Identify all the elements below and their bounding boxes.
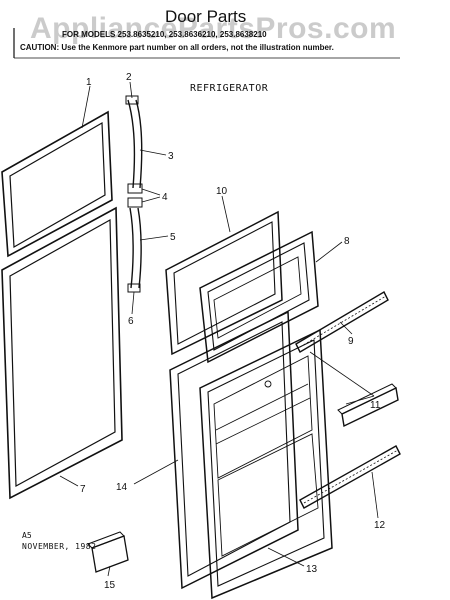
- part-11-door-shelf: [337, 383, 399, 428]
- footer-date: NOVEMBER, 1982: [22, 542, 97, 551]
- callout-8: 8: [344, 236, 350, 247]
- part-12-lower-shelf-rail: [299, 445, 401, 509]
- part-13-fresh-food-door-liner: [199, 328, 333, 600]
- part-5-lower-handle: [127, 207, 142, 293]
- header-frame: [13, 28, 400, 59]
- part-7-lower-door-gasket: [1, 206, 123, 500]
- part-3-upper-handle: [125, 95, 143, 189]
- callout-12: 12: [374, 520, 386, 531]
- part-8-freezer-door-liner: [199, 230, 319, 364]
- callout-numbers: 1 2 3 4 5 6 7 8 9 10 11 12 13 14 15: [80, 72, 386, 591]
- callout-2: 2: [126, 72, 132, 83]
- caution-line: CAUTION: Use the Kenmore part number on …: [20, 43, 334, 52]
- models-line: FOR MODELS 253.8635210, 253.8636210, 253…: [62, 30, 267, 39]
- callout-13: 13: [306, 564, 318, 575]
- leader-lines: [59, 81, 379, 577]
- callout-3: 3: [168, 151, 174, 162]
- part-15-small-bin: [87, 531, 129, 573]
- callout-5: 5: [170, 232, 176, 243]
- callout-15: 15: [104, 580, 116, 591]
- part-10-freezer-gasket: [165, 210, 283, 356]
- callout-9: 9: [348, 336, 354, 347]
- page-title: Door Parts: [165, 7, 247, 26]
- callout-6: 6: [128, 316, 134, 327]
- part-9-shelf-rail: [295, 291, 389, 353]
- callout-10: 10: [216, 186, 228, 197]
- callout-14: 14: [116, 482, 128, 493]
- section-label: REFRIGERATOR: [190, 83, 269, 94]
- callout-7: 7: [80, 484, 86, 495]
- footer-code: A5: [22, 531, 32, 540]
- part-4-handle-bracket: [127, 183, 143, 208]
- callout-1: 1: [86, 77, 92, 88]
- part-1-upper-door-gasket: [1, 110, 113, 258]
- callout-4: 4: [162, 192, 168, 203]
- watermark: AppliancePartsPros.com: [30, 12, 397, 45]
- callout-11: 11: [370, 400, 381, 411]
